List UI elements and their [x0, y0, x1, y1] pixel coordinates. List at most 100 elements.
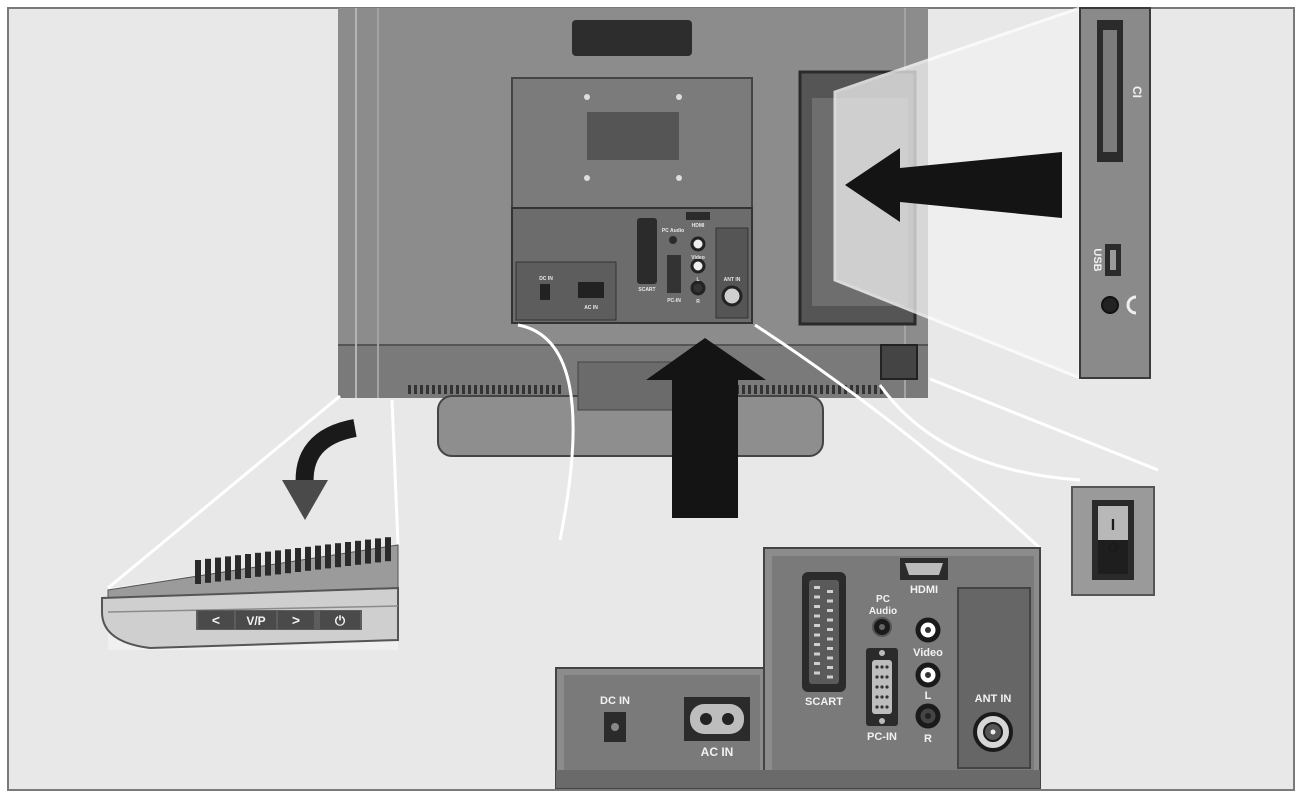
vent-slot: [408, 385, 411, 394]
ac-in-label: AC IN: [701, 745, 734, 759]
vent-slot: [772, 385, 775, 394]
vga-pin: [875, 685, 879, 689]
pc-in-label: PC-IN: [867, 731, 897, 743]
standby-button[interactable]: ⏻: [320, 611, 360, 629]
vent-slot: [516, 385, 519, 394]
label-plate: [587, 112, 679, 160]
vent-slot: [742, 385, 745, 394]
vent-slot: [444, 385, 447, 394]
vga-pin: [885, 665, 889, 669]
channel-up-button[interactable]: >: [278, 611, 314, 629]
hdmi-port-small: [686, 212, 710, 220]
small-video-label: Video: [691, 255, 705, 261]
usb-label: USB: [1091, 248, 1103, 271]
vent-slot: [540, 385, 543, 394]
ac-in-port-small: [578, 282, 604, 298]
curved-arrow-head: [282, 480, 328, 520]
vent-slot: [265, 551, 271, 576]
scart-pin: [827, 647, 833, 650]
small-r-label: R: [696, 299, 700, 305]
ci-slot-label: CI: [1130, 86, 1144, 98]
scart-pin: [814, 652, 820, 656]
vent-slot: [778, 385, 781, 394]
headphone-jack[interactable]: [1101, 296, 1119, 314]
arrow-up-icon: [646, 338, 766, 518]
back-panel-enlarged: DC IN AC IN SCART PC Audio PC-IN HDMI Vi…: [555, 547, 1041, 789]
scart-pin: [827, 599, 833, 603]
scart-pin: [827, 590, 833, 593]
vent-slot: [474, 385, 477, 394]
vp-label: V/P: [246, 614, 265, 628]
vga-pin: [885, 705, 889, 709]
dc-in-port-small: [540, 284, 550, 300]
vesa-screw: [676, 175, 682, 181]
scart-pin: [827, 609, 833, 612]
vent-slot: [375, 538, 381, 563]
pc-in-port-small: [667, 255, 681, 293]
vent-slot: [784, 385, 787, 394]
bottom-vents: [408, 385, 883, 394]
small-ac-in-label: AC IN: [584, 305, 598, 311]
vesa-screw: [584, 94, 590, 100]
audio-l-label: L: [925, 690, 932, 702]
vp-button[interactable]: V/P: [236, 611, 276, 629]
mains-power-switch[interactable]: I O: [1098, 506, 1128, 574]
scart-pin: [814, 633, 820, 637]
vga-pin: [875, 675, 879, 679]
small-dc-in-label: DC IN: [539, 276, 553, 282]
vent-slot: [856, 385, 859, 394]
vent-slot: [528, 385, 531, 394]
scart-pin: [814, 624, 820, 627]
vent-slot: [802, 385, 805, 394]
vent-slot: [492, 385, 495, 394]
vent-slot: [832, 385, 835, 394]
vent-slot: [808, 385, 811, 394]
vent-slot: [862, 385, 865, 394]
ant-in-port-small: [721, 285, 743, 307]
vent-slot: [456, 385, 459, 394]
small-ant-in-label: ANT IN: [724, 277, 741, 283]
vga-pin: [880, 705, 884, 709]
channel-down-label: <: [212, 612, 220, 628]
small-scart-label: SCART: [638, 287, 655, 293]
channel-up-label: >: [292, 612, 300, 628]
channel-down-button[interactable]: <: [198, 611, 234, 629]
vent-slot: [748, 385, 751, 394]
dc-in-label: DC IN: [600, 695, 630, 707]
vent-slot: [874, 385, 877, 394]
vent-slot: [420, 385, 423, 394]
vent-slot: [365, 539, 371, 564]
vent-slot: [838, 385, 841, 394]
scart-pin: [827, 666, 833, 669]
vga-pin: [880, 685, 884, 689]
vent-slot: [414, 385, 417, 394]
vent-slot: [295, 548, 301, 572]
vent-slot: [345, 542, 351, 566]
vent-slot: [790, 385, 793, 394]
button-panel-enlarged: < V/P > ⏻: [101, 537, 399, 650]
video-label: Video: [913, 647, 943, 659]
arrow-left-icon: [845, 148, 1062, 222]
vent-slot: [432, 385, 435, 394]
vent-slot: [766, 385, 769, 394]
pc-audio-label-line2: Audio: [869, 606, 897, 617]
vent-slot: [325, 544, 331, 569]
scart-pin: [814, 671, 820, 675]
vent-slot: [275, 550, 281, 575]
vent-slot: [498, 385, 501, 394]
vga-pin: [880, 695, 884, 699]
vga-pin: [880, 675, 884, 679]
scart-pin: [827, 628, 833, 631]
audio-r-label: R: [924, 733, 932, 745]
vent-slot: [355, 540, 361, 565]
scart-pin: [827, 675, 833, 679]
vent-slot: [385, 537, 391, 562]
vent-slot: [462, 385, 465, 394]
vesa-screw: [676, 94, 682, 100]
vent-slot: [195, 560, 201, 584]
scart-pin: [814, 662, 820, 665]
scart-port-small: [637, 218, 657, 284]
vent-slot: [552, 385, 555, 394]
scart-pin: [814, 614, 820, 618]
scart-pin: [814, 605, 820, 608]
